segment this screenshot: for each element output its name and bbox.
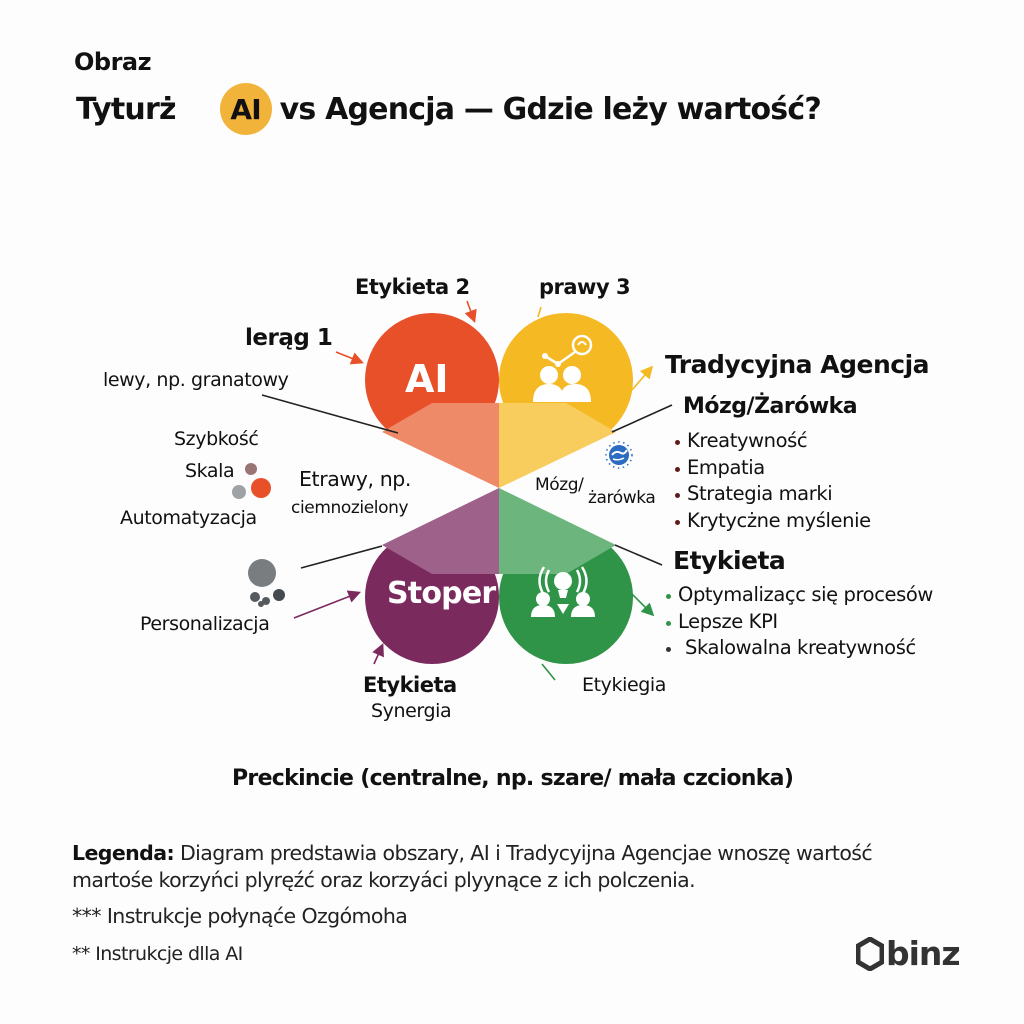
logo-text: binz <box>886 934 961 973</box>
label-personalizacja: Personalizacja <box>140 613 270 635</box>
arrow <box>541 663 556 681</box>
connector-line <box>261 394 399 434</box>
connector-line <box>611 404 673 433</box>
team-idea-icon <box>531 566 595 617</box>
title-text: vs Agencja — Gdzie leży wartość? <box>279 91 822 127</box>
label-mozg-center-2: żarówka <box>588 488 656 508</box>
wedge-synergy <box>382 488 499 574</box>
circle-label-ai: AI <box>405 357 449 401</box>
label-etykiegia: Etykiegia <box>582 674 667 696</box>
gray-spheres-icon <box>248 559 285 607</box>
hexagon-logo-icon <box>856 936 884 971</box>
list-item: Strategia marki <box>673 481 871 508</box>
wedge-benefits <box>499 488 616 574</box>
agency-strengths-list: Kreatywność Empatia Strategia marki Kryt… <box>673 428 871 534</box>
diagram-caption: Preckincie (centralne, np. szare/ mała c… <box>232 766 794 791</box>
wedge-ai <box>382 403 499 488</box>
list-item: Empatia <box>673 455 871 482</box>
arrow <box>293 590 361 619</box>
circle-label-stoper: Stoper <box>387 576 496 611</box>
benefits-title: Etykieta <box>673 546 786 575</box>
arrow <box>372 643 384 665</box>
ai-badge: AI <box>219 83 272 135</box>
label-automatyzacja: Automatyzacja <box>120 507 257 529</box>
blue-badge-icon <box>605 441 633 469</box>
team-lightbulb-icon <box>533 334 593 402</box>
note-2: ** Instrukcje dlla AI <box>72 943 243 965</box>
label-synergia: Synergia <box>371 700 452 722</box>
note-1: *** Instrukcje połynąće Ozgómoha <box>72 904 408 928</box>
legend-text-2: martośe korzyńci plyręźć oraz korzyáci p… <box>72 868 696 892</box>
label-etykieta-bottom: Etykieta <box>363 673 457 697</box>
spheres-icon <box>232 463 271 499</box>
label-lewy: lewy, np. granatowy <box>103 369 289 391</box>
page-title: Tyturż AI vs Agencja — Gdzie leży wartoś… <box>76 83 822 135</box>
connector-line <box>614 544 663 566</box>
legend: Legenda: Diagram predstawia obszary, AI … <box>72 840 972 894</box>
label-prawy-3: prawy 3 <box>539 275 631 299</box>
label-etykieta-2: Etykieta 2 <box>355 275 470 299</box>
benefits-list: Optymalizaçc się procesów Lepsze KPI Ska… <box>664 582 933 662</box>
label-szybkosc: Szybkość <box>174 428 259 450</box>
label-mozg-center-1: Mózg/ <box>535 475 584 495</box>
wedge-agency <box>499 403 616 488</box>
agency-subtitle: Mózg/Żarówka <box>683 394 858 419</box>
label-ciemnozielony: ciemnozielony <box>291 498 409 518</box>
list-item: Krytycżne myślenie <box>673 508 871 535</box>
connector-line <box>300 545 383 569</box>
arrow <box>464 300 477 324</box>
label-krag-1: lerąg 1 <box>245 325 333 351</box>
legend-label: Legenda: <box>72 841 175 865</box>
agency-title: Tradycyjna Agencja <box>665 350 930 379</box>
list-item: Skalowalna kreatywność <box>664 635 933 662</box>
title-prefix: Tyturż <box>76 91 176 127</box>
legend-text-1: Diagram predstawia obszary, AI i Tradycy… <box>179 841 873 865</box>
list-item: Lepsze KPI <box>664 609 933 636</box>
list-item: Optymalizaçc się procesów <box>664 582 933 609</box>
kicker-label: Obraz <box>74 48 152 76</box>
label-skala: Skala <box>185 460 235 482</box>
arrow <box>629 591 655 617</box>
brand-logo: binz <box>856 934 961 973</box>
arrow <box>335 351 364 365</box>
label-etrawy: Etrawy, np. <box>299 467 412 491</box>
list-item: Kreatywność <box>673 428 871 455</box>
arrow <box>537 306 542 318</box>
arrow <box>631 365 654 391</box>
